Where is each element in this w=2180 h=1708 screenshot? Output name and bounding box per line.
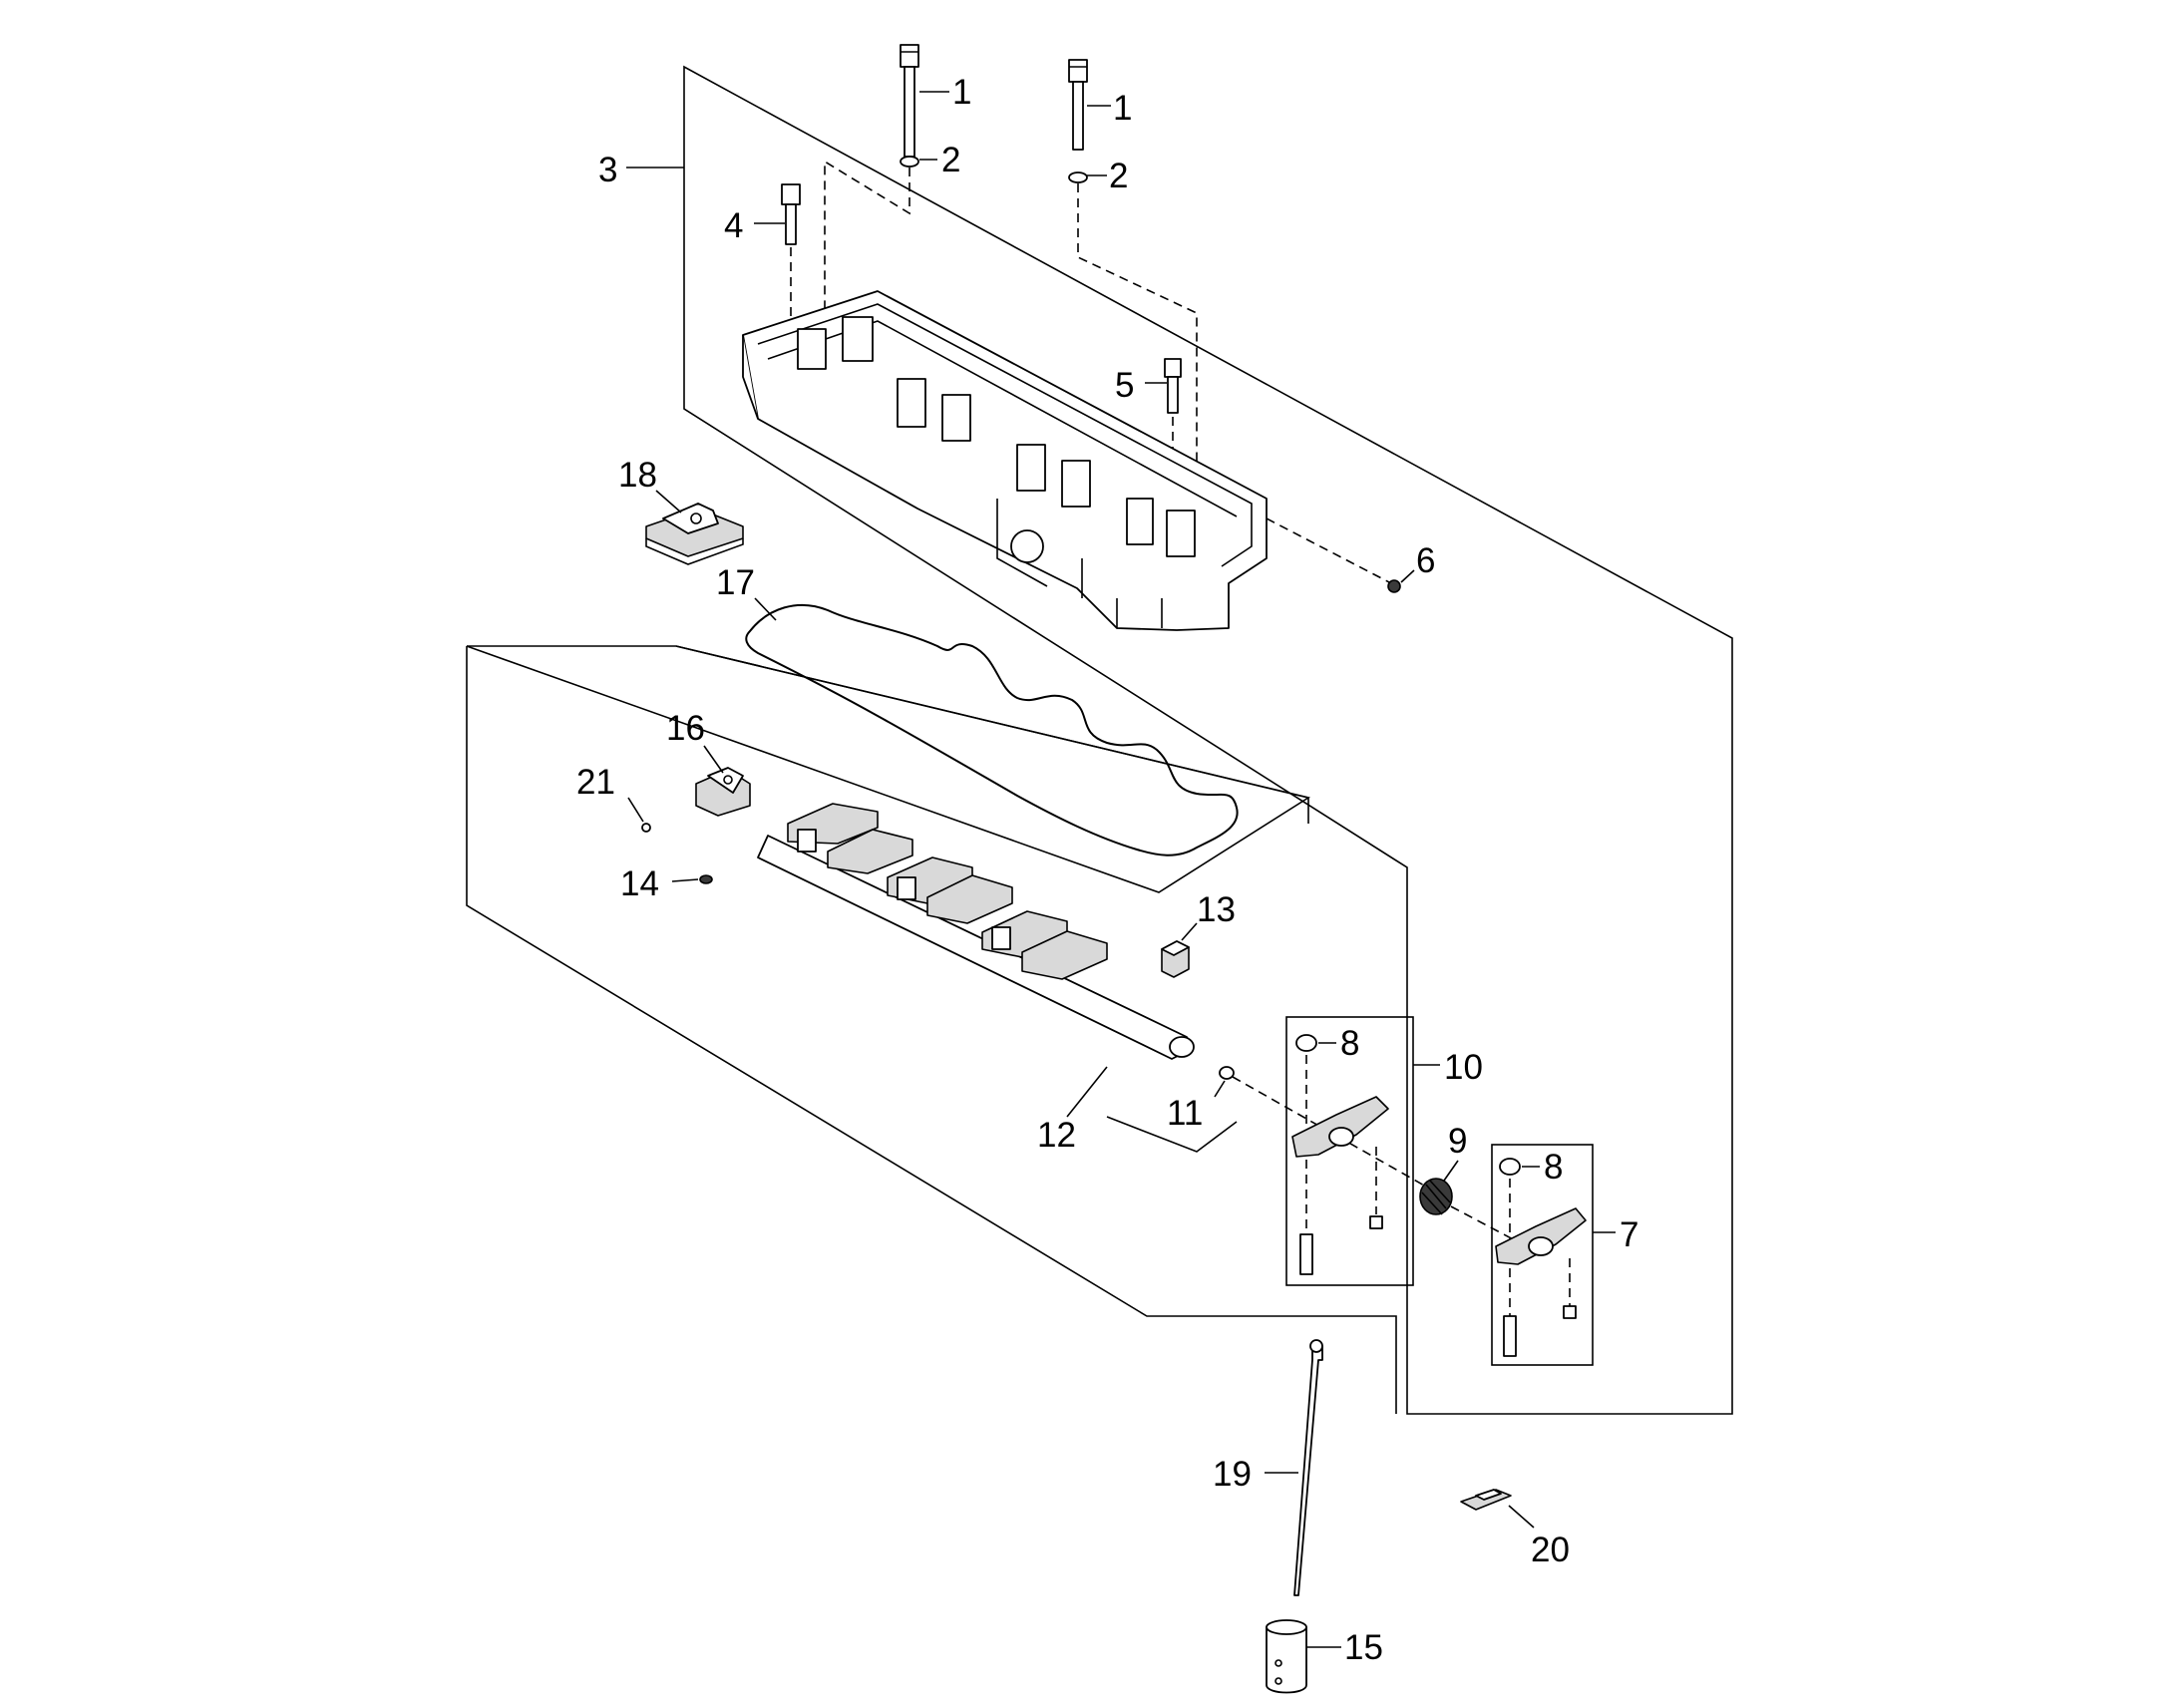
callout-10: 10 <box>1444 1048 1483 1087</box>
bolt-1-right <box>1068 59 1088 151</box>
callout-1a: 1 <box>952 73 971 112</box>
callout-13: 13 <box>1197 890 1236 929</box>
callout-14: 14 <box>620 864 659 903</box>
pin-21 <box>641 823 651 833</box>
rocker-arm-10 <box>1291 1034 1389 1275</box>
callout-9: 9 <box>1448 1122 1467 1161</box>
leader-11 <box>1214 1080 1226 1098</box>
guide-dash-housing-6 <box>1266 517 1392 584</box>
leader-6 <box>1400 569 1415 583</box>
gasket-group-outline <box>466 645 1311 893</box>
spring-9 <box>1419 1178 1453 1215</box>
tappet-15 <box>1266 1619 1307 1694</box>
bracket-16 <box>695 767 751 817</box>
callout-2b: 2 <box>1109 157 1128 195</box>
callout-17: 17 <box>716 563 755 602</box>
leader-17 <box>754 597 777 621</box>
leader-12 <box>1066 1066 1238 1153</box>
callout-20: 20 <box>1531 1531 1570 1569</box>
plug-14 <box>699 874 713 884</box>
valve-cover-group-outline <box>683 65 1733 1415</box>
callout-15: 15 <box>1344 1628 1383 1667</box>
rocker-arm-box-7 <box>1491 1144 1594 1366</box>
nut-6 <box>1387 579 1401 593</box>
leader-20 <box>1508 1505 1535 1529</box>
bracket-18 <box>645 503 744 565</box>
block-13 <box>1161 940 1190 978</box>
callout-8a: 8 <box>1340 1024 1359 1063</box>
bolt-1-left <box>900 44 919 158</box>
callout-18: 18 <box>618 456 657 495</box>
valve-cover-housing <box>742 290 1268 631</box>
callout-3: 3 <box>598 151 617 189</box>
washer-2-left <box>900 156 919 168</box>
callout-1b: 1 <box>1113 89 1132 128</box>
leader-21 <box>627 797 644 823</box>
leader-18 <box>655 490 682 513</box>
rocker-shaft-group-outline-lower <box>466 646 1397 1414</box>
rocker-arm-box-10 <box>1285 1016 1414 1286</box>
guide-dash-bolt-left <box>824 160 910 309</box>
callout-4: 4 <box>724 206 743 245</box>
leader-9 <box>1443 1160 1459 1182</box>
rocker-arm-7 <box>1495 1158 1587 1357</box>
callout-21: 21 <box>576 763 615 802</box>
washer-2-right <box>1068 171 1088 183</box>
washer-11 <box>1219 1066 1235 1080</box>
callout-11: 11 <box>1167 1094 1203 1133</box>
callout-5: 5 <box>1115 366 1134 405</box>
callout-2a: 2 <box>941 141 960 179</box>
callout-12: 12 <box>1037 1116 1076 1155</box>
guide-dash-bolt-right <box>1077 183 1198 479</box>
callout-6: 6 <box>1416 541 1435 580</box>
clip-20 <box>1460 1489 1512 1511</box>
bolt-4 <box>781 183 801 319</box>
leader-13 <box>1181 922 1198 941</box>
gasket-17 <box>745 603 1239 856</box>
leader-16 <box>703 745 724 774</box>
callout-8b: 8 <box>1544 1148 1563 1187</box>
callout-7: 7 <box>1620 1215 1638 1254</box>
rocker-shaft-assembly-12 <box>757 803 1195 1060</box>
callout-19: 19 <box>1213 1455 1252 1494</box>
push-rod-19 <box>1293 1339 1323 1596</box>
leader-14 <box>671 878 699 882</box>
callout-16: 16 <box>666 709 705 748</box>
